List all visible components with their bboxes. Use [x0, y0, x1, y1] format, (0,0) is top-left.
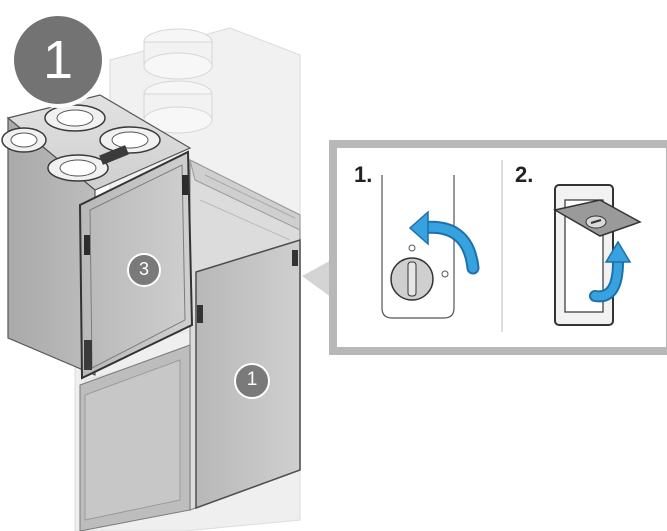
duct-collar — [44, 104, 106, 132]
inset-step2-label: 2. — [515, 162, 534, 187]
duct-collar — [1, 127, 47, 153]
callout-label-front-panel: 1 — [246, 369, 258, 390]
callout-circle-1 — [234, 363, 270, 399]
inset-pointer — [302, 258, 335, 300]
step-number-badge: 1 — [10, 12, 106, 108]
knob-detail — [381, 175, 455, 319]
callout-label-top-panel: 3 — [138, 259, 149, 279]
latch-detail — [552, 184, 642, 326]
duct-collar — [47, 154, 109, 182]
top-unit — [1, 94, 194, 380]
lift-arrow-icon — [589, 240, 632, 303]
duct-collar — [99, 126, 161, 154]
rotate-arrow-icon — [408, 210, 480, 275]
inset-step1-label: 1. — [354, 162, 373, 187]
lower-cabinet-body — [79, 344, 191, 531]
callout-circle-3 — [127, 253, 161, 287]
